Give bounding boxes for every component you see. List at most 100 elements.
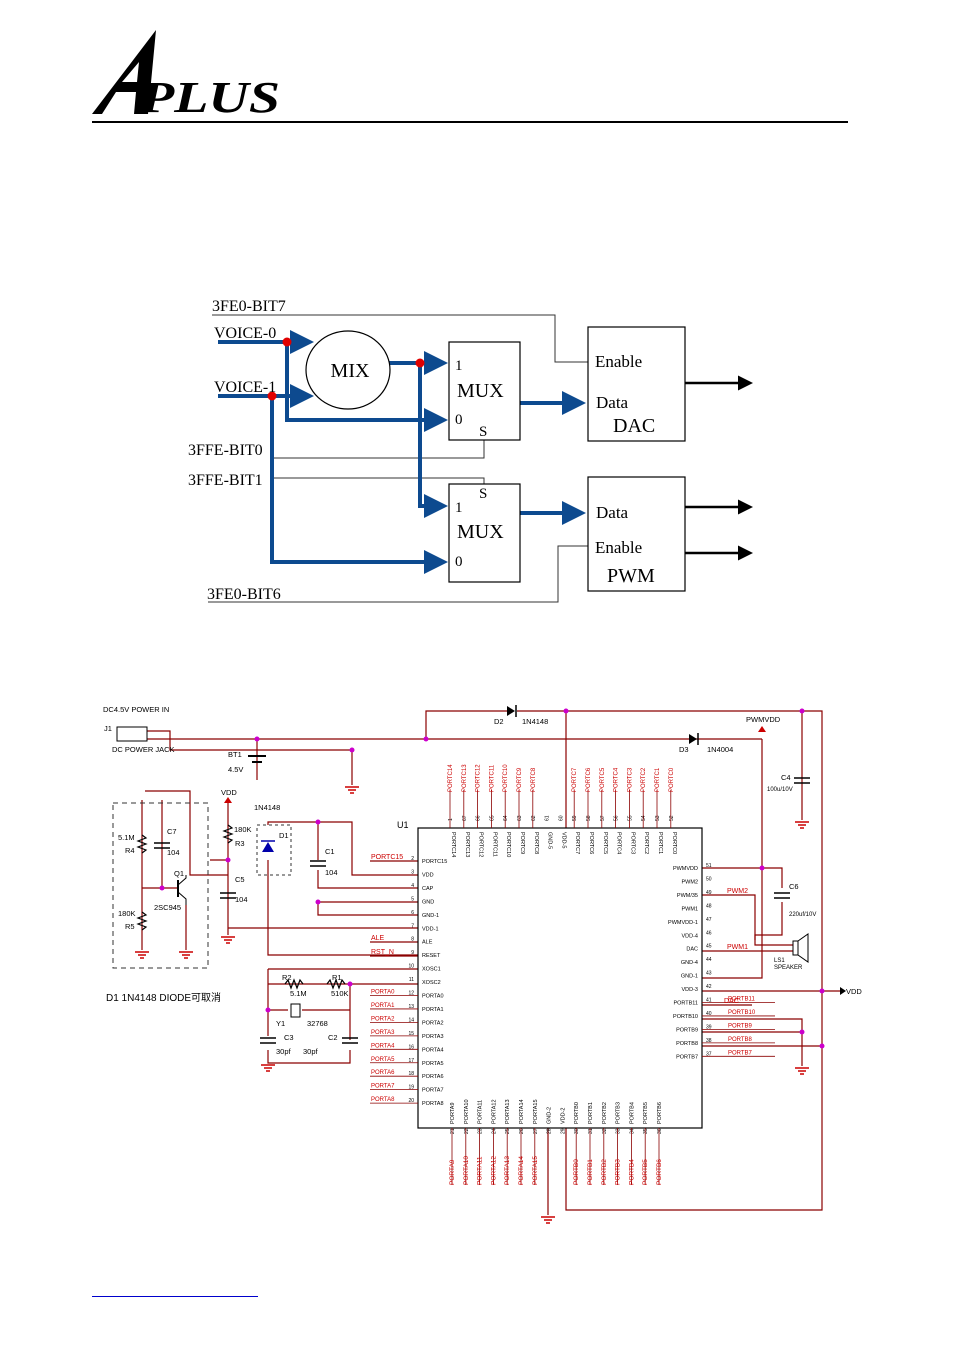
signal-bit1: 3FFE-BIT1 — [188, 472, 263, 489]
net-label: PORTC8 — [531, 767, 537, 792]
u1-pin-number: 53 — [655, 815, 661, 821]
u1-pin-name: PORTC3 — [629, 832, 635, 854]
c1-label: C1 — [325, 847, 335, 856]
u1-pin-number: 67 — [462, 815, 468, 821]
u1-pin-number: 18 — [408, 1071, 414, 1077]
u1-pin-name: XOSC1 — [422, 967, 441, 973]
d2-diode-icon — [507, 706, 515, 716]
signal-bit0: 3FFE-BIT0 — [188, 442, 263, 459]
u1-pin-name: PORTA2 — [422, 1020, 444, 1026]
net-label: PORTB9 — [728, 1023, 753, 1029]
r3-value: 180K — [234, 825, 252, 834]
r5-label: R5 — [125, 922, 135, 931]
u1-pin-name: PORTB9 — [676, 1027, 698, 1033]
u1-pin-number: 25 — [505, 1128, 511, 1134]
u1-pin-name: PORTB2 — [602, 1102, 608, 1124]
net-label: PORTB3 — [615, 1159, 622, 1185]
r3-label: R3 — [235, 839, 245, 848]
y1-value: 32768 — [307, 1019, 328, 1028]
u1-pin-number: 43 — [706, 971, 712, 977]
footer-link-underline[interactable] — [92, 1296, 258, 1297]
net-label: PORTB6 — [656, 1159, 663, 1185]
u1-pin-number: 8 — [411, 937, 414, 943]
u1-pin-name: PORTA1 — [422, 1007, 444, 1013]
junction-dot — [349, 747, 355, 753]
wire-pin51 — [702, 867, 783, 888]
u1-pin-number: 3 — [411, 869, 414, 875]
wire-xosc1 — [267, 968, 418, 1036]
u1-pin-number: 33 — [616, 1128, 622, 1134]
u1-pin-number: 46 — [706, 930, 712, 936]
u1-pin-number: 16 — [408, 1044, 414, 1050]
r2-label: R2 — [282, 973, 292, 982]
mux-top-in1: 1 — [455, 358, 463, 374]
dac-data: Data — [596, 393, 629, 412]
u1-pin-name: PWM2 — [682, 879, 699, 885]
dac-label: DAC — [613, 415, 655, 437]
signal-voice1: VOICE-1 — [214, 379, 276, 396]
u1-pin-name: PORTC11 — [491, 832, 497, 857]
u1-pin-name: GND-1 — [422, 913, 439, 919]
power-in-label: DC4.5V POWER IN — [103, 705, 169, 714]
net-label: PORTA10 — [463, 1156, 470, 1185]
c7-value: 104 — [167, 848, 180, 857]
u1-pin-name: PORTA8 — [422, 1101, 444, 1107]
signal-bit6: 3FE0-BIT6 — [207, 586, 281, 603]
net-label: PORTA8 — [371, 1097, 395, 1103]
u1-pin-number: 29 — [560, 1128, 566, 1134]
y1-crystal-icon — [290, 1003, 301, 1018]
vdd-out-label: VDD — [846, 987, 862, 996]
c2-label: C2 — [328, 1033, 338, 1042]
u1-pin-name: PORTB8 — [676, 1041, 698, 1047]
j1-label: J1 — [104, 724, 112, 733]
c4-label: C4 — [781, 773, 791, 782]
u1-pin-name: PORTA15 — [533, 1099, 539, 1124]
ground-icon — [345, 786, 359, 794]
junction-dot — [315, 899, 321, 905]
u1-pin-name: PORTB7 — [676, 1054, 698, 1060]
u1-pin-number: 62 — [531, 815, 537, 821]
r4-value: 5.1M — [118, 833, 135, 842]
junction-dot — [819, 988, 825, 994]
d3-part-label: 1N4004 — [707, 745, 733, 754]
junction-dot — [265, 1007, 271, 1013]
ground-icon — [221, 936, 235, 944]
wire-bit0 — [272, 440, 485, 459]
u1-pin-name: PORTA10 — [464, 1099, 470, 1124]
u1-pin-number: 34 — [629, 1128, 635, 1134]
c3-label: C3 — [284, 1033, 294, 1042]
ls1-label: LS1 — [774, 958, 785, 964]
y1-label: Y1 — [276, 1019, 285, 1028]
r3-resistor-icon — [222, 824, 234, 844]
ground-icon — [795, 1067, 809, 1075]
junction-dot — [563, 708, 569, 714]
audio-block-diagram: MIX 1 MUX 0 S S 1 MUX 0 Enable Data DAC … — [188, 298, 753, 603]
wire-c6-down — [754, 902, 793, 946]
net-label: PORTA4 — [371, 1043, 395, 1049]
u1-pin-number: 54 — [641, 815, 647, 821]
wire-crystal — [268, 1009, 351, 1040]
mux-top-in0: 0 — [455, 412, 463, 428]
u1-pin-number: 26 — [519, 1128, 525, 1134]
u1-pin-number: 63 — [517, 815, 523, 821]
u1-pin-name: PORTA13 — [505, 1099, 511, 1124]
net-label: PORTA13 — [504, 1156, 511, 1185]
u1-pin-number: 59 — [572, 815, 578, 821]
u1-pin-name: PORTA5 — [422, 1061, 444, 1067]
u1-pin-number: 45 — [706, 944, 712, 950]
u1-pin-name: PORTB6 — [657, 1102, 663, 1124]
u1-pin-number: 57 — [600, 815, 606, 821]
c5-label: C5 — [235, 875, 245, 884]
u1-pin-number: 30 — [574, 1128, 580, 1134]
u1-pin-name: PORTB11 — [673, 1001, 698, 1007]
u1-pin-number: 2 — [411, 856, 414, 862]
net-label: PORTB11 — [728, 997, 755, 1003]
wire-vdd-rail — [425, 710, 507, 739]
u1-pin-name: PORTC5 — [602, 832, 608, 854]
ground-icon — [179, 951, 193, 959]
net-label: PORTC9 — [517, 767, 523, 792]
c1-value: 104 — [325, 868, 338, 877]
pwm-label: PWM — [607, 565, 655, 587]
wire-voice1-mux — [270, 396, 448, 574]
